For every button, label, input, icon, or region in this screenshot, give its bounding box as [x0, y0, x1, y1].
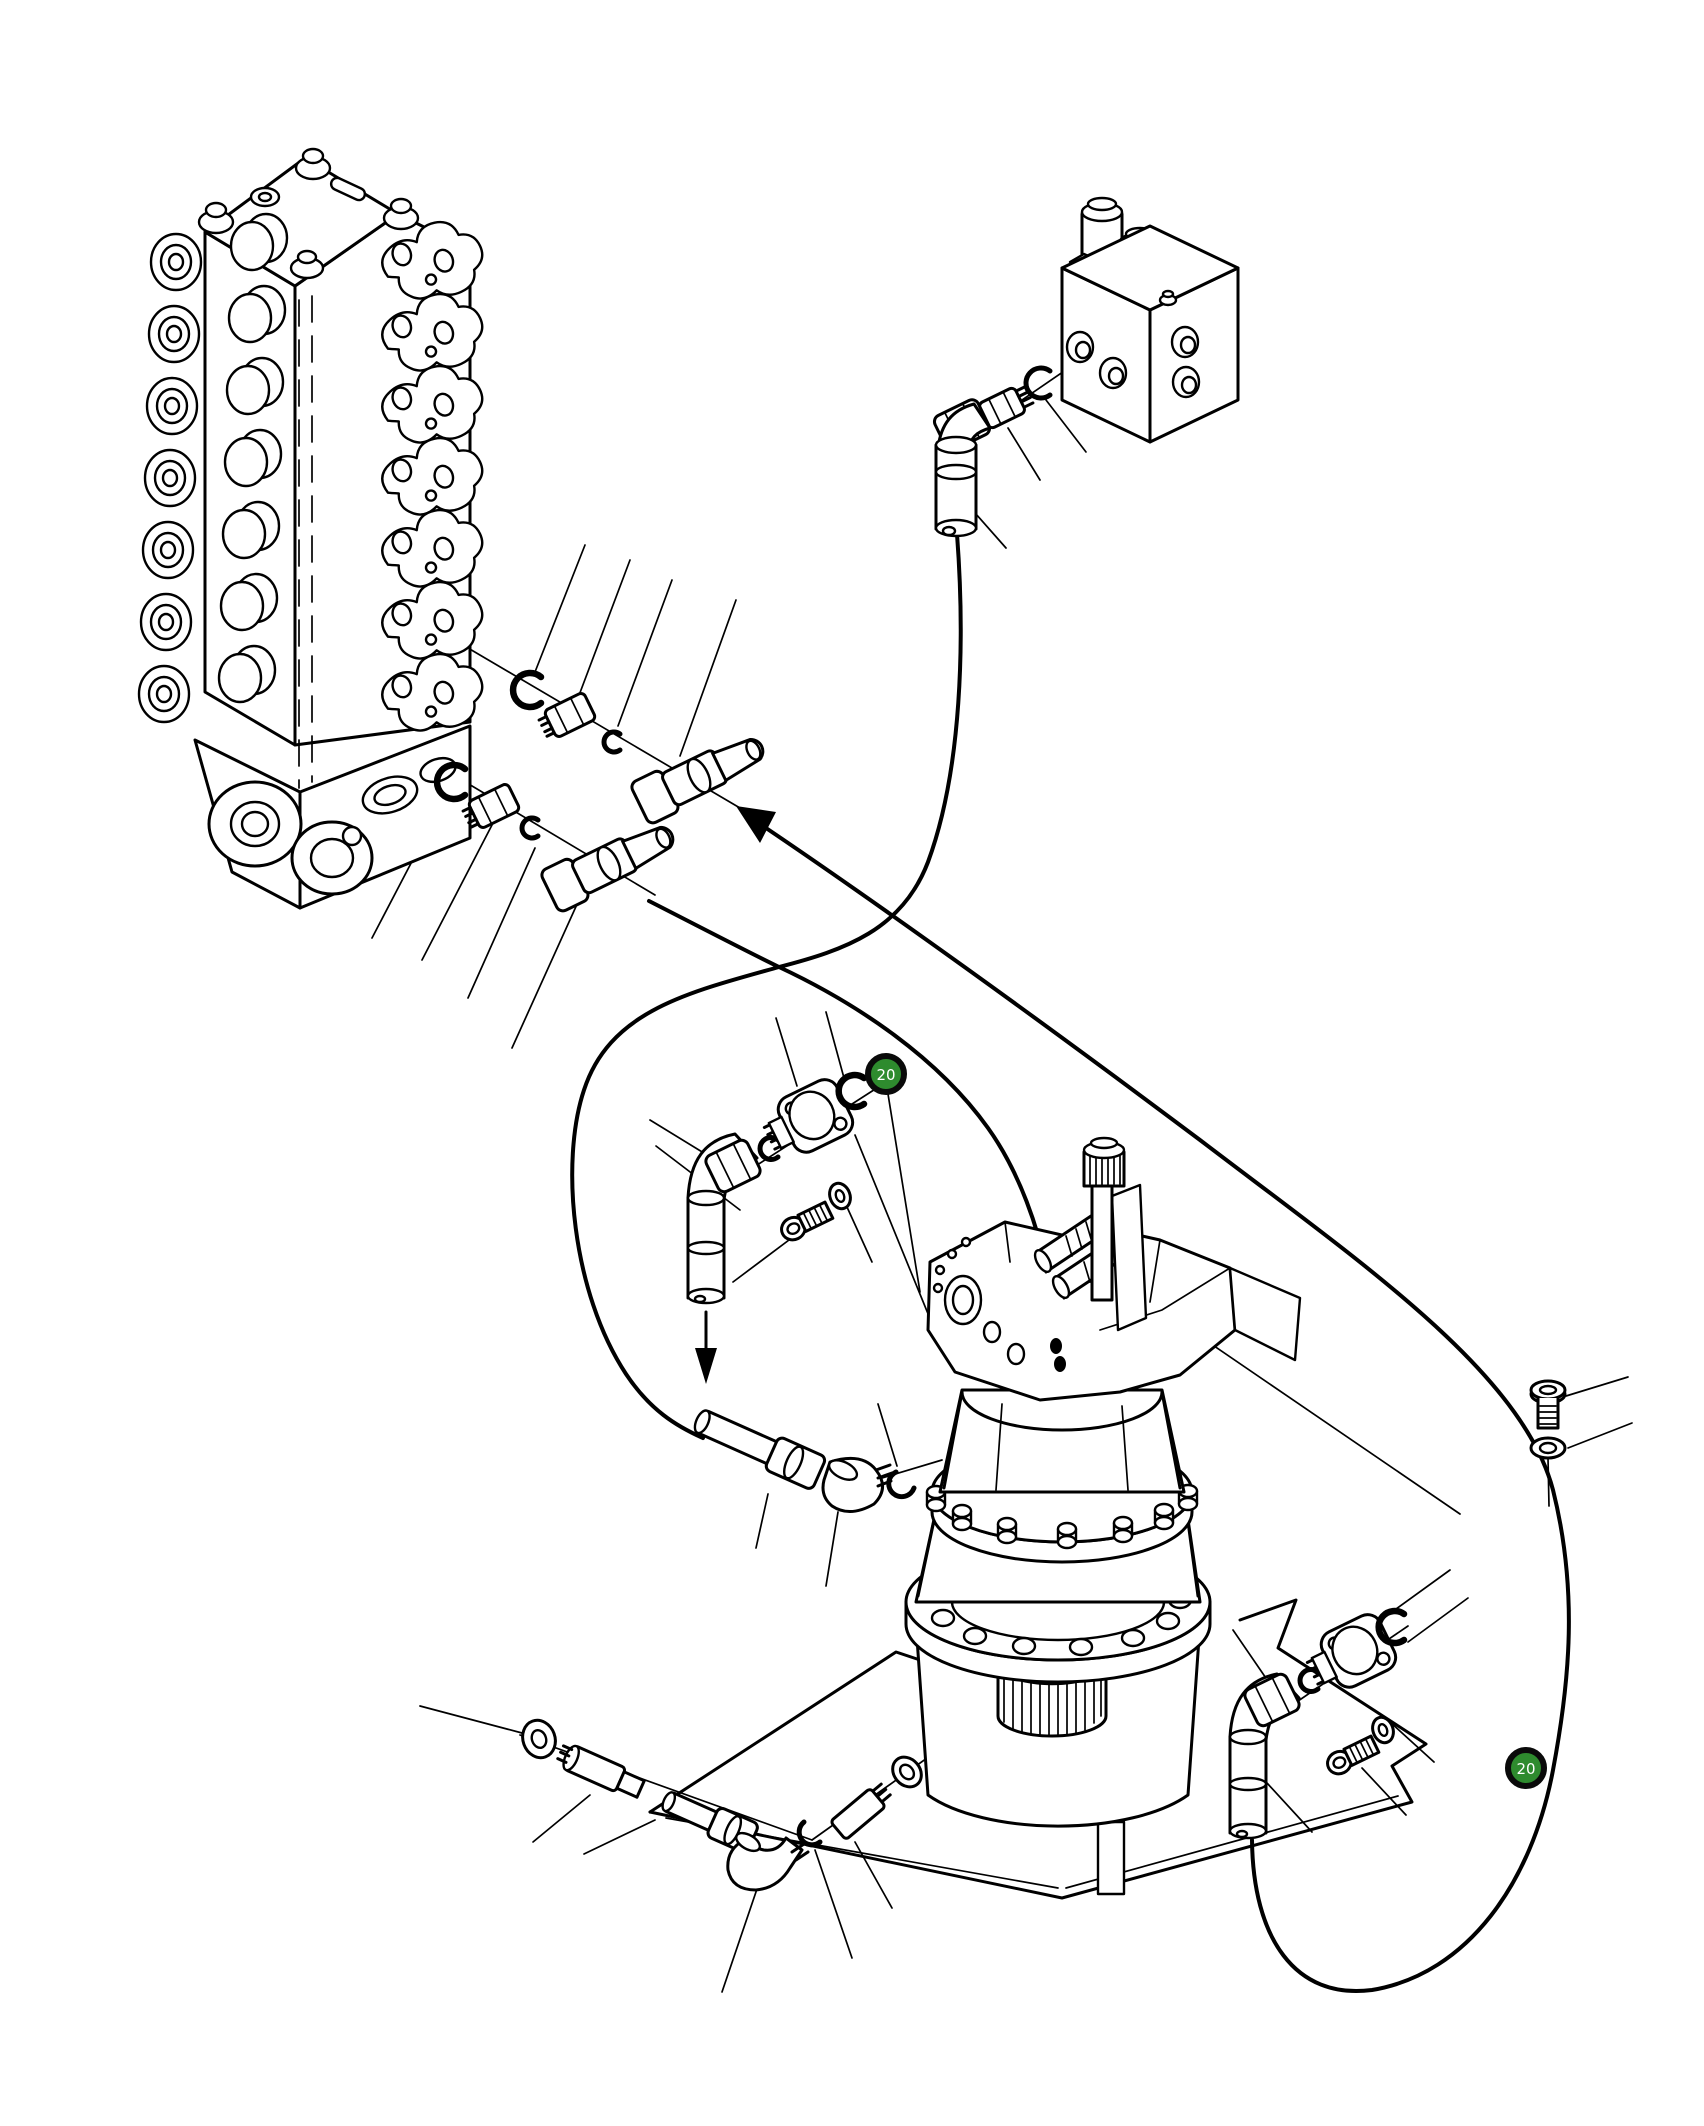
- part-callout-badge-1[interactable]: 20: [865, 1053, 907, 1095]
- vent-tube: [1082, 1136, 1126, 1302]
- badge-circle[interactable]: [865, 1053, 907, 1095]
- o-ring-small: [601, 729, 623, 755]
- socket-bolt: [1529, 1379, 1567, 1430]
- socket-bolt: [1326, 1734, 1381, 1776]
- port-adapter-group-upper: [686, 1071, 868, 1384]
- swing-motor: [904, 1136, 1302, 1828]
- nipple-fitting: [537, 692, 597, 738]
- nipple-fitting: [830, 1782, 892, 1840]
- socket-bolt: [780, 1200, 835, 1242]
- hose-solenoid-to-motor: [570, 532, 963, 1440]
- down-arrow: [695, 1310, 717, 1384]
- port-adapter-group-lower: [1228, 1607, 1408, 1840]
- flange-bolt-holes: [925, 1584, 1193, 1657]
- flange-adapter: [762, 1078, 855, 1154]
- control-valve: [137, 147, 494, 910]
- hose-coupling: [540, 825, 675, 913]
- flow-direction-arrow: [736, 806, 776, 843]
- mount-bolt-and-washer: [1529, 1379, 1567, 1460]
- o-ring: [1375, 1607, 1408, 1647]
- hydraulic-hoses: [570, 532, 1571, 1994]
- hose-coupling: [630, 737, 765, 825]
- badge-circle[interactable]: [1505, 1747, 1547, 1789]
- o-ring: [835, 1071, 868, 1111]
- badge-label: 20: [876, 1066, 895, 1084]
- washer: [891, 1755, 923, 1789]
- o-ring-small: [519, 815, 541, 841]
- nipple-fitting: [978, 385, 1035, 430]
- o-ring: [509, 669, 545, 711]
- solenoid-valve-block: [932, 196, 1240, 538]
- elbow-hose: [1228, 1672, 1301, 1840]
- o-ring: [1023, 365, 1053, 401]
- elbow-fitting: [726, 1831, 810, 1892]
- washer: [521, 1718, 557, 1760]
- valve-top-bolts: [197, 147, 420, 280]
- block-ports: [1065, 325, 1201, 399]
- badge-label: 20: [1516, 1760, 1535, 1778]
- flange-adapter: [1305, 1613, 1398, 1689]
- valve-bottom-block: [193, 724, 472, 910]
- washer: [828, 1181, 852, 1211]
- washer: [1371, 1715, 1395, 1745]
- motor-left-port-fittings: [693, 1409, 917, 1513]
- leader-lines: [371, 399, 1633, 1993]
- o-ring: [886, 1469, 917, 1500]
- nipple-fitting: [461, 783, 521, 829]
- hose-valve-to-motor-head: [647, 899, 1052, 1290]
- o-ring-small: [1297, 1667, 1321, 1694]
- valve-coupling-set-upper: [509, 669, 776, 843]
- o-ring-small: [757, 1135, 781, 1162]
- hose-right-loop: [764, 826, 1571, 1994]
- motor-head-block: [926, 1220, 1302, 1402]
- part-callout-badge-2[interactable]: 20: [1505, 1747, 1547, 1789]
- o-ring: [796, 1819, 823, 1848]
- elbow-hose-fitting: [932, 398, 992, 538]
- nipple-fitting: [556, 1744, 646, 1799]
- drain-line-fittings: [521, 1718, 923, 1892]
- o-ring: [433, 761, 469, 803]
- washer: [1529, 1436, 1567, 1460]
- elbow-fitting: [821, 1456, 894, 1513]
- elbow-hose: [686, 1132, 762, 1305]
- valve-coupling-set-lower: [433, 761, 675, 913]
